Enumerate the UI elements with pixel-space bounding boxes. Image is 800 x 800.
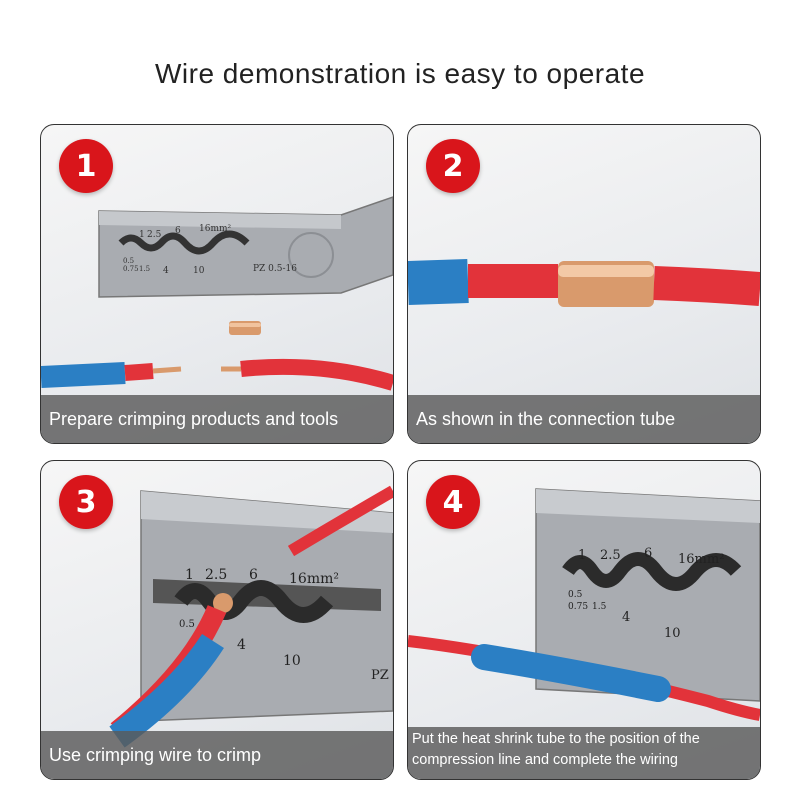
size-label: 16mm²	[199, 224, 232, 234]
step-3-illustration: 1 2.5 6 16mm² 0.5 4 10 PZ	[109, 485, 393, 748]
step-2-panel: 2 As shown in the connection tube	[407, 124, 761, 444]
size-label: 6	[249, 567, 258, 583]
step-caption-line: compression line and complete the wiring	[412, 752, 678, 768]
step-1-illustration: 1 2.5 6 16mm² 0.5 0.75 1.5 4 10 PZ 0.5-1…	[41, 196, 393, 391]
step-caption: Put the heat shrink tube to the position…	[408, 727, 760, 779]
step-4-illustration: 1 2.5 6 16mm² 0.5 0.75 1.5 4 10	[408, 488, 760, 721]
step-caption: As shown in the connection tube	[408, 395, 760, 443]
model-label: PZ	[371, 668, 389, 683]
size-label: 10	[283, 653, 301, 669]
size-label: 4	[163, 266, 169, 276]
page-title: Wire demonstration is easy to operate	[154, 58, 646, 89]
step-4-panel: 1 2.5 6 16mm² 0.5 0.75 1.5 4 10 4 Put th…	[407, 460, 761, 780]
step-number-badge: 1	[59, 139, 113, 193]
size-label: 0.75	[123, 265, 139, 273]
size-label: 10	[664, 626, 681, 641]
model-label: PZ 0.5-16	[253, 264, 297, 274]
size-label: 16mm²	[678, 552, 724, 567]
size-label: 10	[193, 266, 205, 276]
size-label: 1	[578, 548, 586, 563]
step-number-badge: 3	[59, 475, 113, 529]
step-1-panel: 1 2.5 6 16mm² 0.5 0.75 1.5 4 10 PZ 0.5-1…	[40, 124, 394, 444]
size-label: 0.5	[123, 257, 134, 265]
step-number-badge: 2	[426, 139, 480, 193]
step-2-illustration	[408, 259, 760, 307]
size-label: 4	[622, 610, 630, 625]
size-label: 4	[237, 637, 246, 653]
step-caption: Prepare crimping products and tools	[41, 395, 393, 443]
step-number-badge: 4	[426, 475, 480, 529]
size-label: 2.5	[147, 230, 162, 240]
size-label: 6	[175, 226, 181, 236]
size-label: 1	[139, 230, 145, 240]
size-label: 0.5	[179, 619, 195, 630]
step-caption: Use crimping wire to crimp	[41, 731, 393, 779]
step-3-panel: 1 2.5 6 16mm² 0.5 4 10 PZ 3 Use crimping…	[40, 460, 394, 780]
step-caption-line: Put the heat shrink tube to the position…	[412, 731, 700, 747]
size-label: 0.5	[568, 590, 583, 600]
size-label: 1.5	[592, 602, 607, 612]
size-label: 0.75	[568, 602, 588, 612]
size-label: 6	[644, 546, 652, 561]
size-label: 2.5	[205, 567, 227, 583]
size-label: 1	[185, 567, 194, 583]
size-label: 2.5	[600, 548, 621, 563]
size-label: 1.5	[139, 265, 150, 273]
size-label: 16mm²	[289, 571, 339, 587]
